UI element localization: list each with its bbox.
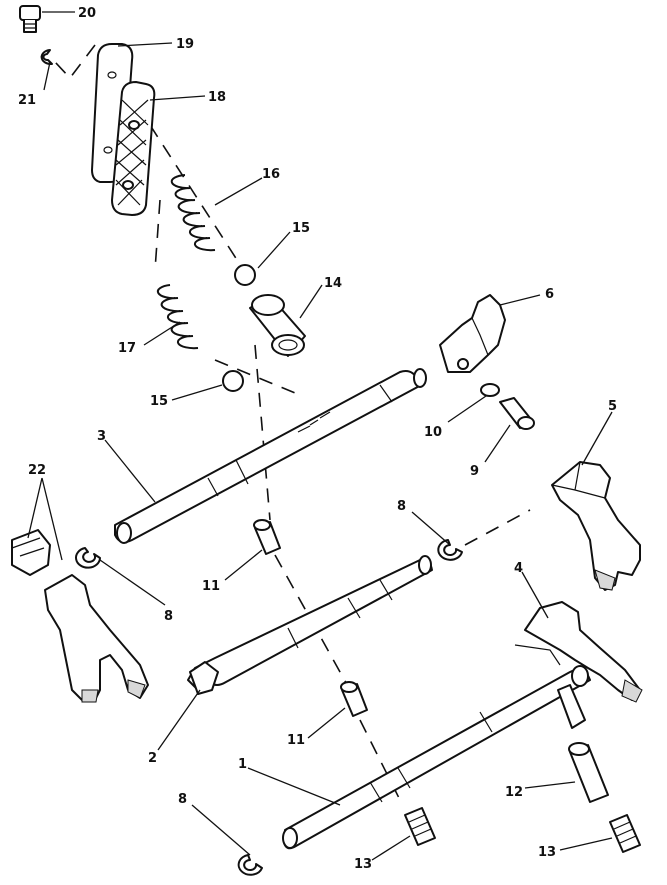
- callout-4: 4: [514, 561, 523, 576]
- callout-18: 18: [208, 90, 226, 105]
- shift-fork-22: [11, 529, 149, 703]
- callout-8b: 8: [397, 499, 406, 514]
- selector-rod-1: [282, 665, 591, 850]
- callout-22: 22: [28, 463, 46, 478]
- callout-6: 6: [545, 287, 554, 302]
- callout-15b: 15: [150, 394, 168, 409]
- ball-15a: [234, 264, 256, 286]
- lock-washer-21: [40, 49, 53, 66]
- callout-10: 10: [424, 425, 442, 440]
- spring-16: [170, 174, 216, 252]
- callout-13a: 13: [354, 857, 372, 872]
- bolt-9: [499, 397, 535, 430]
- callout-11a: 11: [202, 579, 220, 594]
- callout-13b: 13: [538, 845, 556, 860]
- pin-11a: [253, 519, 281, 555]
- callout-16: 16: [262, 167, 280, 182]
- callout-8c: 8: [178, 792, 187, 807]
- shift-lug-6: [439, 294, 506, 373]
- circlip-8c: [237, 854, 263, 876]
- callout-1: 1: [238, 757, 247, 772]
- callout-21: 21: [18, 93, 36, 108]
- callout-5: 5: [608, 399, 617, 414]
- screw-20: [19, 5, 41, 33]
- spring-17: [156, 284, 199, 350]
- callout-11b: 11: [287, 733, 305, 748]
- washer-10: [480, 383, 500, 397]
- callout-19: 19: [176, 37, 194, 52]
- callout-8a: 8: [164, 609, 173, 624]
- bushing-14: [249, 294, 306, 357]
- selector-rod-3: [114, 368, 427, 544]
- callout-labels: 20 19 21 18 16 15 14 6 17 15 10 5 3 9 22…: [18, 6, 617, 872]
- callout-20: 20: [78, 6, 96, 21]
- pin-11b: [340, 681, 368, 717]
- leader-lines: [27, 11, 613, 861]
- callout-17: 17: [118, 341, 136, 356]
- selector-rod-2: [187, 555, 433, 695]
- circlip-8a: [75, 547, 101, 569]
- shift-fork-5: [551, 461, 641, 591]
- ball-15b: [222, 370, 244, 392]
- callout-3: 3: [97, 429, 106, 444]
- callout-14: 14: [324, 276, 342, 291]
- callout-2: 2: [148, 751, 157, 766]
- pin-12: [568, 742, 609, 803]
- callout-15a: 15: [292, 221, 310, 236]
- circlip-8b: [437, 539, 463, 561]
- plug-13b: [609, 814, 641, 853]
- callout-12: 12: [505, 785, 523, 800]
- gasket-18: [111, 81, 156, 216]
- callout-9: 9: [470, 464, 479, 479]
- plug-13a: [404, 807, 436, 846]
- shift-fork-4: [514, 601, 643, 703]
